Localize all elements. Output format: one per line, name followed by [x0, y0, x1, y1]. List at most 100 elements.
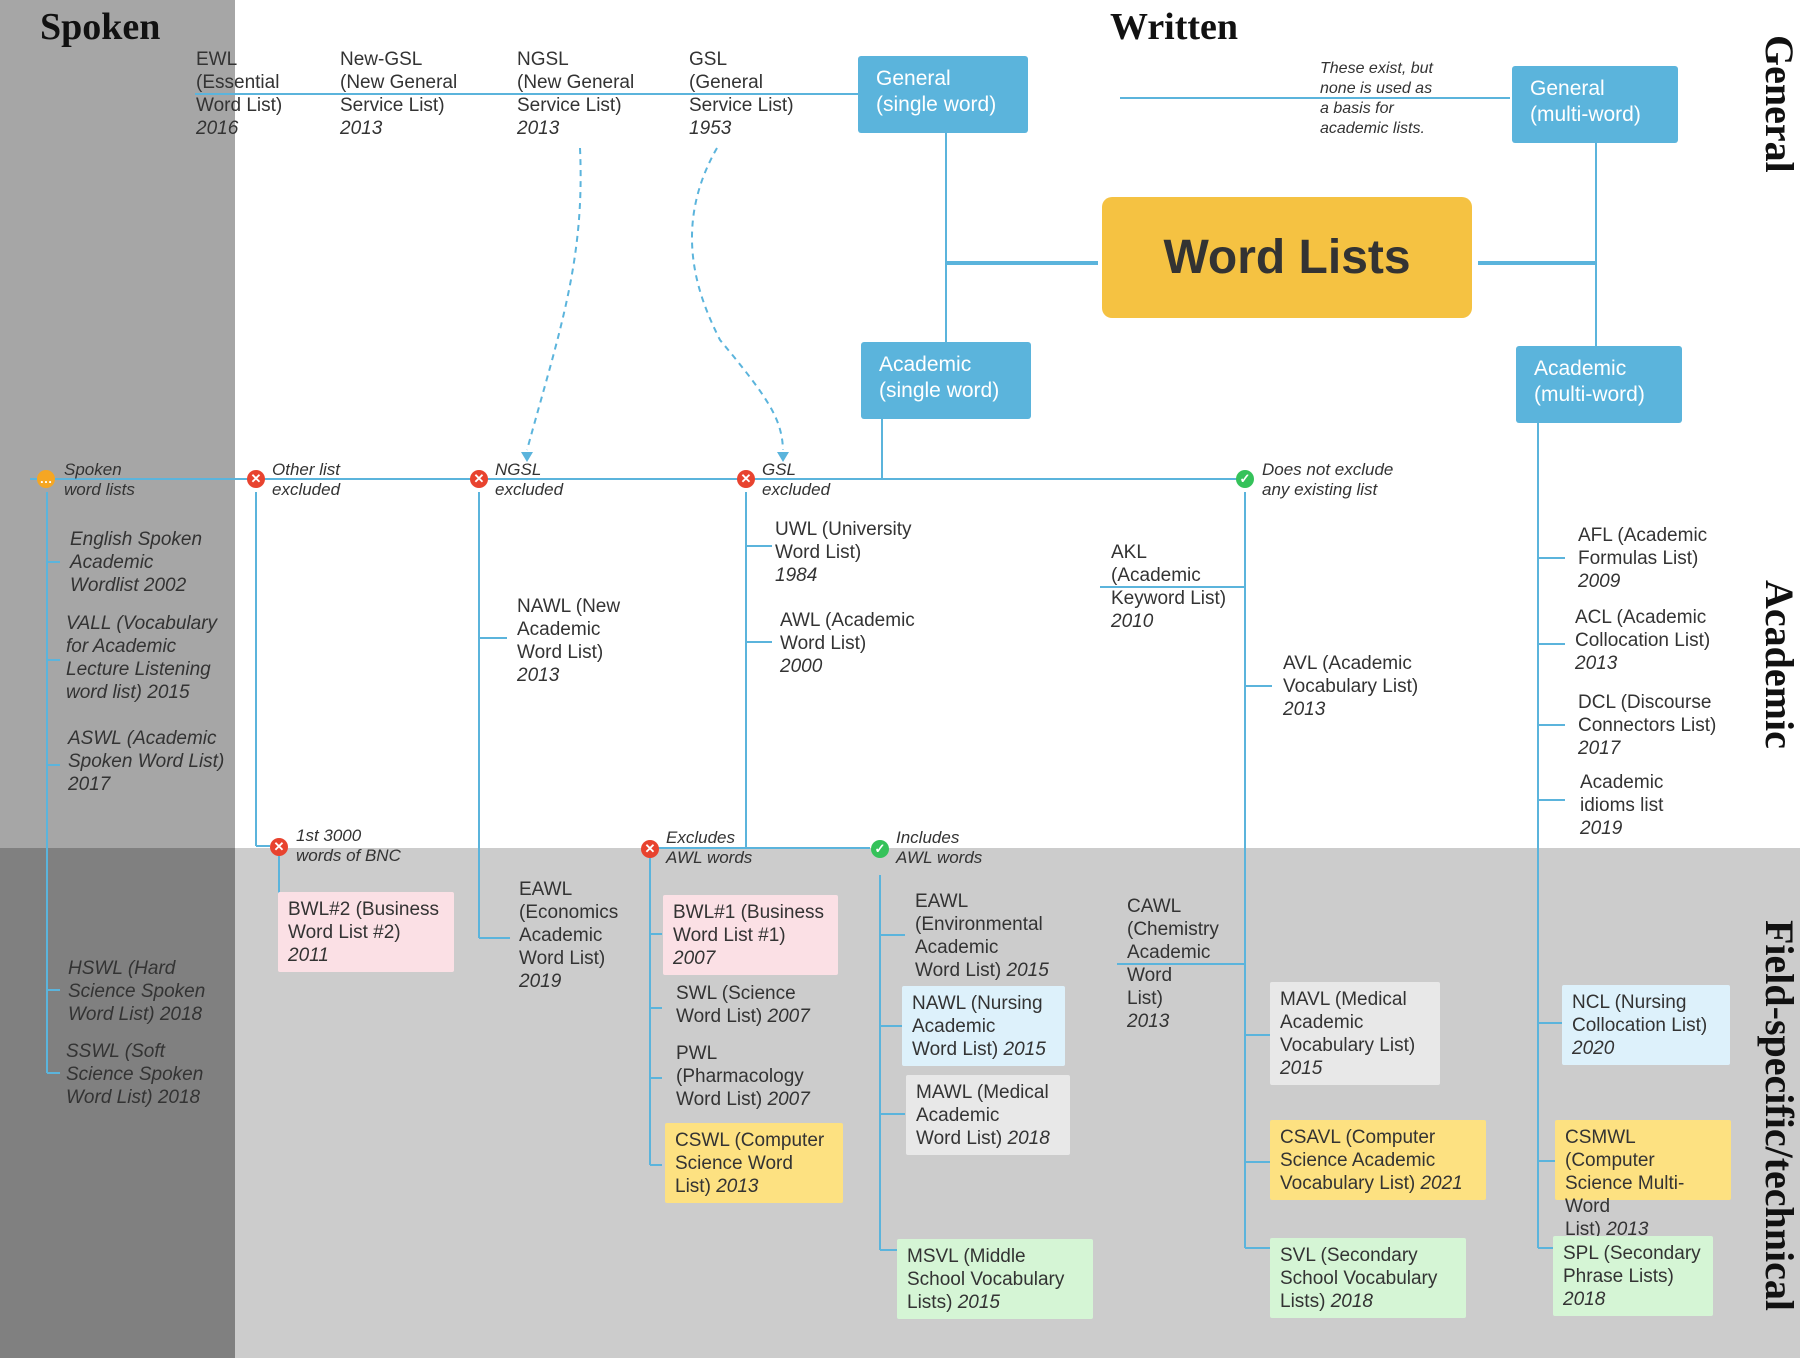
list-year: 2018 [1563, 1289, 1606, 1310]
list-name: MAWL (Medical Academic Word List) [916, 1082, 1049, 1149]
academic-list-akl: AKL (Academic Keyword List) 2010 [1111, 541, 1226, 633]
academic-list-idioms: Academic idioms list 2019 [1580, 771, 1663, 840]
list-name: BWL#1 (Business Word List #1) [673, 902, 825, 946]
check-circle-icon: ✓ [1236, 470, 1254, 488]
list-year: 2013 [517, 118, 560, 139]
list-year: 2013 [1283, 699, 1326, 720]
center-title: Word Lists [1163, 231, 1411, 284]
field-list-nawl-nursing: NAWL (Nursing Academic Word List) 2015 [902, 986, 1065, 1066]
list-name: NCL (Nursing Collocation List) [1572, 992, 1708, 1036]
list-year: 2015 [957, 1292, 1000, 1313]
field-list-eawl-environmental: EAWL (Environmental Academic Word List) … [915, 890, 1049, 982]
list-year: 2007 [767, 1006, 810, 1027]
academic-list-dcl: DCL (Discourse Connectors List) 2017 [1578, 691, 1716, 760]
list-year: 2007 [673, 948, 716, 969]
field-list-msvl: MSVL (Middle School Vocabulary Lists) 20… [897, 1239, 1093, 1319]
x-circle-icon: ✕ [470, 470, 488, 488]
list-name: AWL (Academic Word List) [780, 610, 915, 654]
list-year: 2000 [780, 656, 823, 677]
section-academic: Academic [1757, 580, 1800, 749]
list-name: SVL (Secondary School Vocabulary Lists) [1280, 1245, 1438, 1312]
category-academic-multi[interactable]: Academic (multi-word) [1516, 346, 1682, 423]
list-name: AFL (Academic Formulas List) [1578, 525, 1708, 569]
spoken-list-vall: VALL (Vocabulary for Academic Lecture Li… [66, 613, 218, 703]
spoken-column [0, 0, 235, 848]
list-name: AKL (Academic Keyword List) [1111, 542, 1227, 609]
list-name: NGSL (New General Service List) [517, 49, 635, 116]
field-list-mawl: MAWL (Medical Academic Word List) 2018 [906, 1075, 1070, 1155]
list-year: 1953 [689, 118, 732, 139]
list-name: ACL (Academic Collocation List) [1575, 607, 1711, 651]
general-list-ewl: EWL (Essential Word List) 2016 [196, 48, 282, 140]
x-circle-icon: ✕ [247, 470, 265, 488]
general-list-ngsl: NGSL (New General Service List) 2013 [517, 48, 634, 140]
speech-bubble-icon: … [37, 470, 55, 488]
list-year: 2010 [1111, 611, 1154, 632]
list-year: 1984 [775, 565, 818, 586]
section-field: Field-specific/technical [1757, 920, 1800, 1312]
list-year: 2015 [1006, 960, 1049, 981]
list-name: New-GSL (New General Service List) [340, 49, 458, 116]
list-name: CAWL (Chemistry Academic Word List) [1127, 896, 1219, 1009]
field-list-csavl: CSAVL (Computer Science Academic Vocabul… [1270, 1120, 1486, 1200]
list-year: 2020 [1572, 1038, 1615, 1059]
list-year: 2013 [517, 665, 560, 686]
list-year: 2013 [340, 118, 383, 139]
list-year: 2009 [1578, 571, 1621, 592]
field-list-bwl2: BWL#2 (Business Word List #2) 2011 [278, 892, 454, 972]
list-year: 2013 [1127, 1011, 1170, 1032]
list-year: 2007 [767, 1089, 810, 1110]
list-year: 2019 [1580, 818, 1623, 839]
list-name: PWL (Pharmacology Word List) [676, 1043, 804, 1110]
academic-list-afl: AFL (Academic Formulas List) 2009 [1578, 524, 1707, 593]
branch-includes-awl: Includes AWL words [896, 828, 983, 867]
list-year: 2017 [1578, 738, 1621, 759]
list-name: CSMWL (Computer Science Multi-Word List) [1565, 1127, 1685, 1240]
branch-does-not-exclude: Does not exclude any existing list [1262, 460, 1394, 499]
academic-list-acl: ACL (Academic Collocation List) 2013 [1575, 606, 1710, 675]
list-name: CSAVL (Computer Science Academic Vocabul… [1280, 1127, 1436, 1194]
field-list-ncl: NCL (Nursing Collocation List) 2020 [1562, 985, 1730, 1065]
center-word-lists[interactable]: Word Lists [1102, 197, 1472, 318]
category-general-single[interactable]: General (single word) [858, 56, 1028, 133]
list-year: 2013 [1575, 653, 1618, 674]
list-name: AVL (Academic Vocabulary List) [1283, 653, 1419, 697]
academic-list-nawl: NAWL (New Academic Word List) 2013 [517, 595, 620, 687]
list-name: CSWL (Computer Science Word List) [675, 1130, 825, 1197]
list-name: SWL (Science Word List) [676, 983, 796, 1027]
list-year: 2021 [1420, 1173, 1463, 1194]
list-year: 2016 [196, 118, 239, 139]
field-list-cswl: CSWL (Computer Science Word List) 2013 [665, 1123, 843, 1203]
list-year: 2013 [1606, 1219, 1649, 1240]
field-list-csmwl: CSMWL (Computer Science Multi-Word List)… [1555, 1120, 1731, 1240]
field-list-pwl: PWL (Pharmacology Word List) 2007 [676, 1042, 810, 1111]
section-spoken: Spoken [40, 6, 161, 48]
academic-list-uwl: UWL (University Word List) 1984 [775, 518, 912, 587]
spoken-list-sswl: SSWL (Soft Science Spoken Word List) 201… [66, 1041, 204, 1108]
list-name: EAWL (Environmental Academic Word List) [915, 891, 1043, 981]
spoken-list-aswl: ASWL (Academic Spoken Word List) 2017 [68, 728, 225, 795]
list-year: 2015 [1003, 1039, 1046, 1060]
x-circle-icon: ✕ [641, 840, 659, 858]
branch-other-list-excluded: Other list excluded [272, 460, 341, 499]
branch-ngsl-excluded: NGSL excluded [495, 460, 564, 499]
list-year: 2019 [519, 971, 562, 992]
field-list-svl: SVL (Secondary School Vocabulary Lists) … [1270, 1238, 1466, 1318]
list-name: EWL (Essential Word List) [196, 49, 283, 116]
spoken-list-esaw: English Spoken Academic Wordlist 2002 [70, 529, 203, 596]
list-year: 2013 [716, 1176, 759, 1197]
general-list-new-gsl: New-GSL (New General Service List) 2013 [340, 48, 457, 140]
field-list-cawl: CAWL (Chemistry Academic Word List) 2013 [1127, 895, 1219, 1033]
category-general-multi[interactable]: General (multi-word) [1512, 66, 1678, 143]
branch-spoken-word-lists: Spoken word lists [64, 460, 135, 499]
academic-list-awl: AWL (Academic Word List) 2000 [780, 609, 915, 678]
category-academic-single[interactable]: Academic (single word) [861, 342, 1031, 419]
spoken-list-hswl: HSWL (Hard Science Spoken Word List) 201… [68, 958, 206, 1025]
list-year: 2015 [1280, 1058, 1323, 1079]
list-year: 2018 [1330, 1291, 1373, 1312]
list-name: GSL (General Service List) [689, 49, 794, 116]
multi-word-note: These exist, but none is used as a basis… [1320, 60, 1433, 137]
list-name: UWL (University Word List) [775, 519, 912, 563]
list-name: SPL (Secondary Phrase Lists) [1563, 1243, 1701, 1287]
